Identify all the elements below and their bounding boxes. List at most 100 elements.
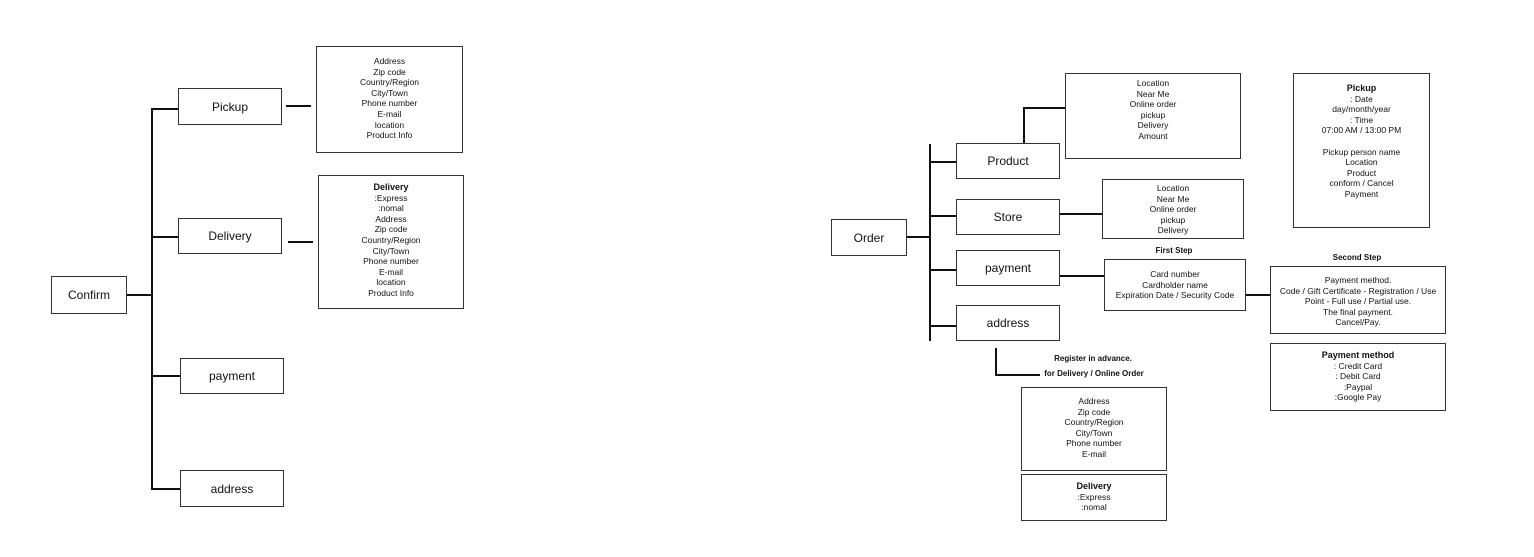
info-line: City/Town	[372, 245, 410, 256]
info-title: Payment method	[1321, 350, 1395, 360]
connector-line	[151, 108, 178, 110]
info-line: Near Me	[1156, 193, 1190, 204]
info-line: :Express	[374, 192, 408, 203]
info-line: E-mail	[378, 266, 404, 277]
info-line: Country/Region	[1064, 417, 1124, 428]
confirm-pickup-info-box: Address Zip code Country/Region City/Tow…	[316, 46, 463, 153]
register-note-line-2: for Delivery / Online Order	[1044, 369, 1144, 378]
info-line: Delivery	[1137, 120, 1169, 131]
info-line: Location	[1345, 157, 1378, 168]
confirm-delivery-info-box: Delivery :Express :nomal Address Zip cod…	[318, 175, 464, 309]
info-line: :Paypal	[1343, 381, 1373, 392]
order-root-node: Order	[831, 219, 907, 256]
connector-line	[929, 144, 931, 341]
info-line: Expiration Date / Security Code	[1115, 290, 1235, 301]
info-line: Online order	[1149, 204, 1197, 215]
info-line: :Express	[1077, 491, 1111, 502]
connector-line	[929, 269, 956, 271]
info-line: Address	[373, 56, 406, 66]
order-store-node: Store	[956, 199, 1060, 235]
info-line: : Credit Card	[1333, 360, 1383, 371]
connector-line	[929, 215, 956, 217]
info-line: Code / Gift Certificate - Registration /…	[1279, 285, 1437, 296]
connector-line	[995, 348, 997, 375]
connector-line	[151, 488, 180, 490]
order-payment-method-info-box: Payment method : Credit Card : Debit Car…	[1270, 343, 1446, 411]
info-line: Phone number	[361, 98, 418, 109]
info-title: Delivery	[373, 182, 409, 192]
node-label: address	[986, 316, 1030, 330]
info-line: Product Info	[368, 287, 414, 298]
info-line: Address	[375, 213, 407, 224]
connector-line	[288, 241, 313, 243]
info-title: Delivery	[1076, 481, 1112, 491]
connector-line	[151, 236, 178, 238]
connector-line	[1060, 213, 1102, 215]
info-line: Payment	[1344, 188, 1379, 199]
info-line: Amount	[1138, 130, 1168, 141]
connector-line	[151, 108, 153, 490]
connector-line	[1060, 275, 1104, 277]
order-product-info-box: Location Near Me Online order pickup Del…	[1065, 73, 1241, 159]
info-spacer	[1294, 136, 1429, 147]
order-delivery-info-box: Delivery :Express :nomal	[1021, 474, 1167, 521]
info-line: Payment method.	[1324, 275, 1392, 285]
info-line: Cancel/Pay.	[1335, 317, 1381, 328]
node-label: address	[210, 481, 254, 496]
confirm-delivery-node: Delivery	[178, 218, 282, 254]
node-label: Order	[853, 230, 885, 245]
info-line: Phone number	[1066, 438, 1122, 449]
first-step-label: First Step	[1155, 246, 1193, 255]
info-line: Delivery	[1157, 225, 1189, 236]
info-line: Location	[1136, 78, 1170, 88]
info-line: Online order	[1129, 99, 1177, 110]
info-line: E-mail	[1081, 448, 1107, 459]
connector-line	[907, 236, 930, 238]
order-product-node: Product	[956, 143, 1060, 179]
info-line: Address	[1078, 396, 1110, 406]
connector-line	[929, 161, 956, 163]
info-line: Cardholder name	[1142, 279, 1208, 290]
info-line: conform / Cancel	[1329, 178, 1394, 189]
order-pickup-panel: Pickup : Date day/month/year : Time 07:0…	[1293, 73, 1430, 228]
register-note-line-1: Register in advance.	[1054, 354, 1132, 363]
node-label: Store	[993, 210, 1023, 224]
node-label: payment	[984, 261, 1032, 275]
connector-line	[929, 325, 956, 327]
info-line: Near Me	[1136, 88, 1170, 99]
connector-line	[1023, 107, 1065, 109]
connector-line	[127, 294, 151, 296]
node-label: Confirm	[67, 288, 110, 302]
connector-line	[1023, 108, 1025, 143]
connector-line	[286, 105, 311, 107]
confirm-address-node: address	[180, 470, 284, 507]
confirm-root-node: Confirm	[51, 276, 127, 314]
info-line: location	[374, 119, 405, 130]
info-line: The final payment.	[1323, 306, 1393, 317]
info-line: location	[376, 277, 406, 288]
order-store-info-box: Location Near Me Online order pickup Del…	[1102, 179, 1244, 239]
node-label: Delivery	[208, 229, 252, 243]
info-line: :nomal	[1081, 502, 1107, 513]
node-label: payment	[208, 369, 256, 383]
connector-line	[1246, 294, 1270, 296]
info-line: :Google Pay	[1334, 392, 1382, 403]
info-line: Country/Region	[359, 77, 420, 88]
connector-line	[151, 375, 180, 377]
info-line: City/Town	[1075, 427, 1113, 438]
info-line: : Date	[1350, 93, 1373, 104]
second-step-label: Second Step	[1332, 253, 1382, 262]
info-line: Product Info	[366, 130, 413, 141]
confirm-payment-node: payment	[180, 358, 284, 394]
confirm-pickup-node: Pickup	[178, 88, 282, 125]
info-line: Zip code	[374, 224, 408, 235]
info-line: Zip code	[1077, 406, 1111, 417]
order-first-step-info-box: Card number Cardholder name Expiration D…	[1104, 259, 1246, 311]
info-line: E-mail	[377, 108, 402, 119]
order-second-step-info-box: Payment method. Code / Gift Certificate …	[1270, 266, 1446, 334]
info-line: 07:00 AM / 13:00 PM	[1321, 125, 1402, 136]
info-line: : Debit Card	[1335, 371, 1381, 382]
order-payment-node: payment	[956, 250, 1060, 286]
info-line: Location	[1156, 183, 1190, 193]
info-line: Zip code	[373, 66, 406, 77]
